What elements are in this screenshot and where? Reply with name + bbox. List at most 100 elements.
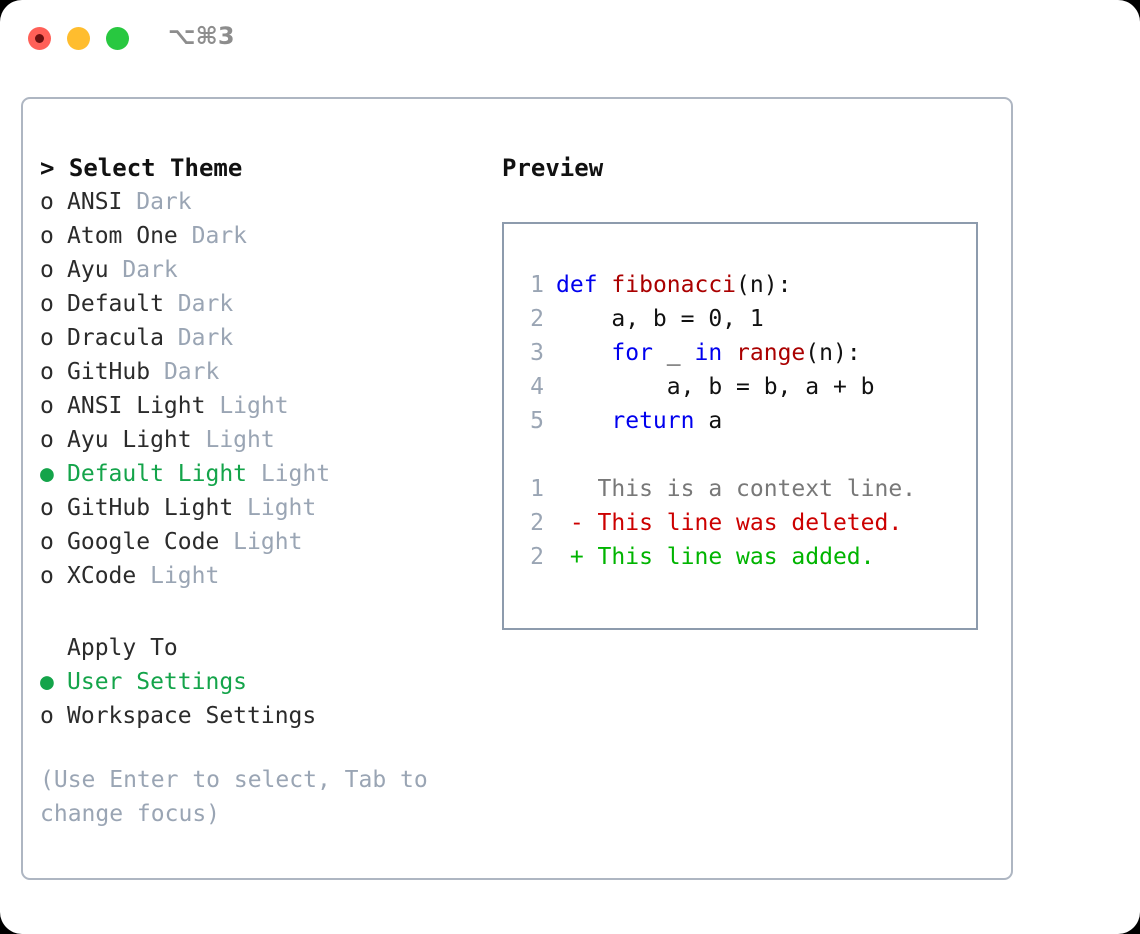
minimize-window-button[interactable] [67,27,90,50]
code-token: This is a context line. [556,476,917,502]
line-number: 2 [530,544,544,570]
line-number: 2 [530,306,544,332]
theme-option-0[interactable]: o ANSI Dark [40,185,470,219]
radio-unselected-icon: o [40,359,54,385]
code-token: range [736,340,806,366]
code-token: for [611,340,653,366]
radio-unselected-icon: o [40,529,54,555]
theme-option-category: Dark [163,291,234,317]
code-token [722,340,736,366]
radio-unselected-icon: o [40,257,54,283]
code-diff-gap [504,438,976,472]
code-token: + This line was added. [556,544,875,570]
close-window-button[interactable] [28,27,51,50]
theme-option-label: ANSI Light [67,393,206,419]
apply-to-option-label: User Settings [67,669,248,695]
apply-to-option-1[interactable]: o Workspace Settings [40,699,470,733]
code-token: (n): [736,272,792,298]
code-token: - This line was deleted. [556,510,903,536]
apply-to-header-label: Apply To [67,635,178,661]
code-line: 4 a, b = b, a + b [504,370,976,404]
apply-to-list[interactable]: ●User Settings o Workspace Settings [40,665,470,733]
section-spacer [40,593,470,631]
code-line: 1 def fibonacci(n): [504,268,976,302]
help-spacer [40,733,470,763]
radio-selected-icon: ● [40,461,54,487]
theme-option-label: Google Code [67,529,220,555]
code-token: (n): [805,340,861,366]
theme-option-8[interactable]: ● Default Light Light [40,457,470,491]
apply-to-option-label: Workspace Settings [67,703,317,729]
theme-option-category: Light [233,495,317,521]
code-token: in [694,340,723,366]
theme-option-label: GitHub [67,359,151,385]
radio-unselected-icon: o [40,325,54,351]
radio-unselected-icon: o [40,189,54,215]
line-number: 4 [530,374,544,400]
theme-option-7[interactable]: o Ayu Light Light [40,423,470,457]
theme-option-label: Dracula [67,325,164,351]
line-number: 2 [530,510,544,536]
theme-option-9[interactable]: o GitHub Light Light [40,491,470,525]
code-token: _ [652,340,695,366]
theme-option-label: Atom One [67,223,178,249]
theme-option-label: Ayu Light [67,427,192,453]
code-token [598,272,612,298]
preview-title: Preview [502,154,604,182]
apply-to-header: Apply To [40,631,470,665]
theme-option-1[interactable]: o Atom One Dark [40,219,470,253]
code-line: 2 a, b = 0, 1 [504,302,976,336]
diff-line: 2 + This line was added. [504,540,976,574]
code-token: return [611,408,695,434]
diff-sample: 1 This is a context line. 2 - This line w… [504,472,976,574]
code-line: 3 for _ in range(n): [504,336,976,370]
help-text: (Use Enter to select, Tab to change focu… [40,767,428,827]
line-number: 1 [530,272,544,298]
theme-option-label: Ayu [67,257,109,283]
apply-to-option-0[interactable]: ●User Settings [40,665,470,699]
theme-option-category: Dark [177,223,248,249]
radio-unselected-icon: o [40,291,54,317]
theme-option-category: Light [136,563,220,589]
theme-option-category: Dark [122,189,192,215]
title-bar: ⌥⌘3 [0,0,1140,78]
code-token: def [556,272,598,298]
maximize-window-button[interactable] [106,27,129,50]
radio-unselected-icon: o [40,563,54,589]
line-number: 5 [530,408,544,434]
theme-option-label: Default [67,291,164,317]
theme-option-category: Light [191,427,275,453]
theme-option-category: Dark [150,359,220,385]
theme-option-label: Default Light [67,461,248,487]
code-token: a, b = 0, 1 [556,306,764,332]
apply-to-header-marker [40,631,67,665]
line-number: 3 [530,340,544,366]
theme-option-category: Light [247,461,331,487]
theme-option-label: GitHub Light [67,495,234,521]
theme-option-5[interactable]: o GitHub Dark [40,355,470,389]
theme-option-11[interactable]: o XCode Light [40,559,470,593]
code-token: a [694,408,723,434]
theme-option-label: ANSI [67,189,123,215]
theme-option-category: Light [205,393,289,419]
diff-line: 2 - This line was deleted. [504,506,976,540]
radio-unselected-icon: o [40,495,54,521]
code-token: fibonacci [611,272,737,298]
line-number: 1 [530,476,544,502]
code-token [556,340,611,366]
radio-unselected-icon: o [40,703,54,729]
code-line: 5 return a [504,404,976,438]
theme-option-3[interactable]: o Default Dark [40,287,470,321]
radio-unselected-icon: o [40,223,54,249]
theme-option-label: XCode [67,563,137,589]
radio-unselected-icon: o [40,427,54,453]
